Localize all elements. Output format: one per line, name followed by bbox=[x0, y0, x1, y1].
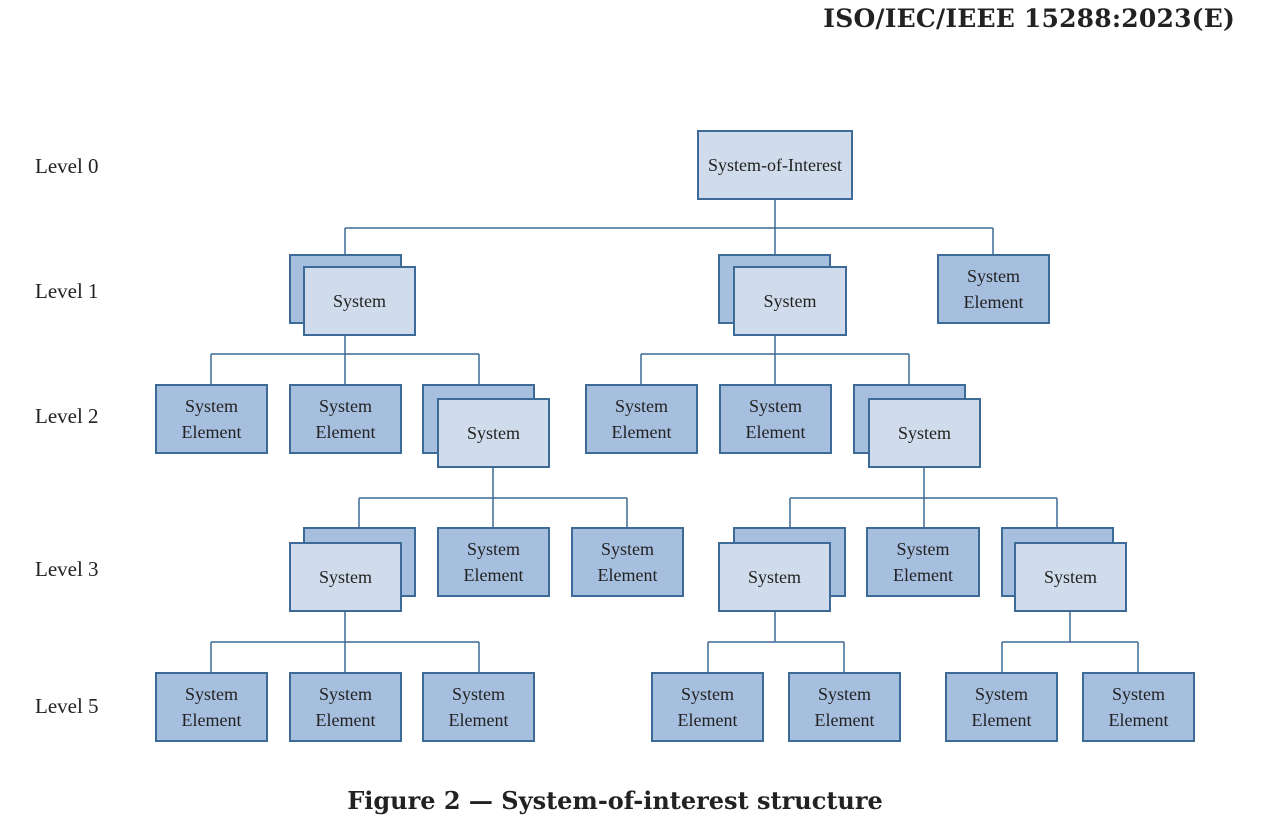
level-3-label: Level 3 bbox=[35, 557, 99, 581]
system-element-box: System Element bbox=[571, 527, 684, 597]
system-box: System bbox=[289, 542, 402, 612]
figure-caption: Figure 2 — System-of-interest structure bbox=[347, 786, 883, 815]
system-element-box: System Element bbox=[289, 672, 402, 742]
system-element-box: System Element bbox=[155, 672, 268, 742]
standard-header: ISO/IEC/IEEE 15288:2023(E) bbox=[823, 4, 1235, 33]
system-element-box: System Element bbox=[719, 384, 832, 454]
system-of-interest-box: System-of-Interest bbox=[697, 130, 853, 200]
system-element-box: System Element bbox=[585, 384, 698, 454]
system-box: System bbox=[868, 398, 981, 468]
level-0-label: Level 0 bbox=[35, 154, 99, 178]
system-element-box: System Element bbox=[937, 254, 1050, 324]
system-box: System bbox=[437, 398, 550, 468]
system-element-box: System Element bbox=[788, 672, 901, 742]
level-1-label: Level 1 bbox=[35, 279, 99, 303]
system-box: System bbox=[718, 542, 831, 612]
system-element-box: System Element bbox=[422, 672, 535, 742]
system-box: System bbox=[303, 266, 416, 336]
system-element-box: System Element bbox=[651, 672, 764, 742]
system-box: System bbox=[1014, 542, 1127, 612]
system-element-box: System Element bbox=[1082, 672, 1195, 742]
system-element-box: System Element bbox=[945, 672, 1058, 742]
system-element-box: System Element bbox=[437, 527, 550, 597]
system-element-box: System Element bbox=[289, 384, 402, 454]
system-element-box: System Element bbox=[866, 527, 980, 597]
system-element-box: System Element bbox=[155, 384, 268, 454]
level-5-label: Level 5 bbox=[35, 694, 99, 718]
level-2-label: Level 2 bbox=[35, 404, 99, 428]
system-box: System bbox=[733, 266, 847, 336]
